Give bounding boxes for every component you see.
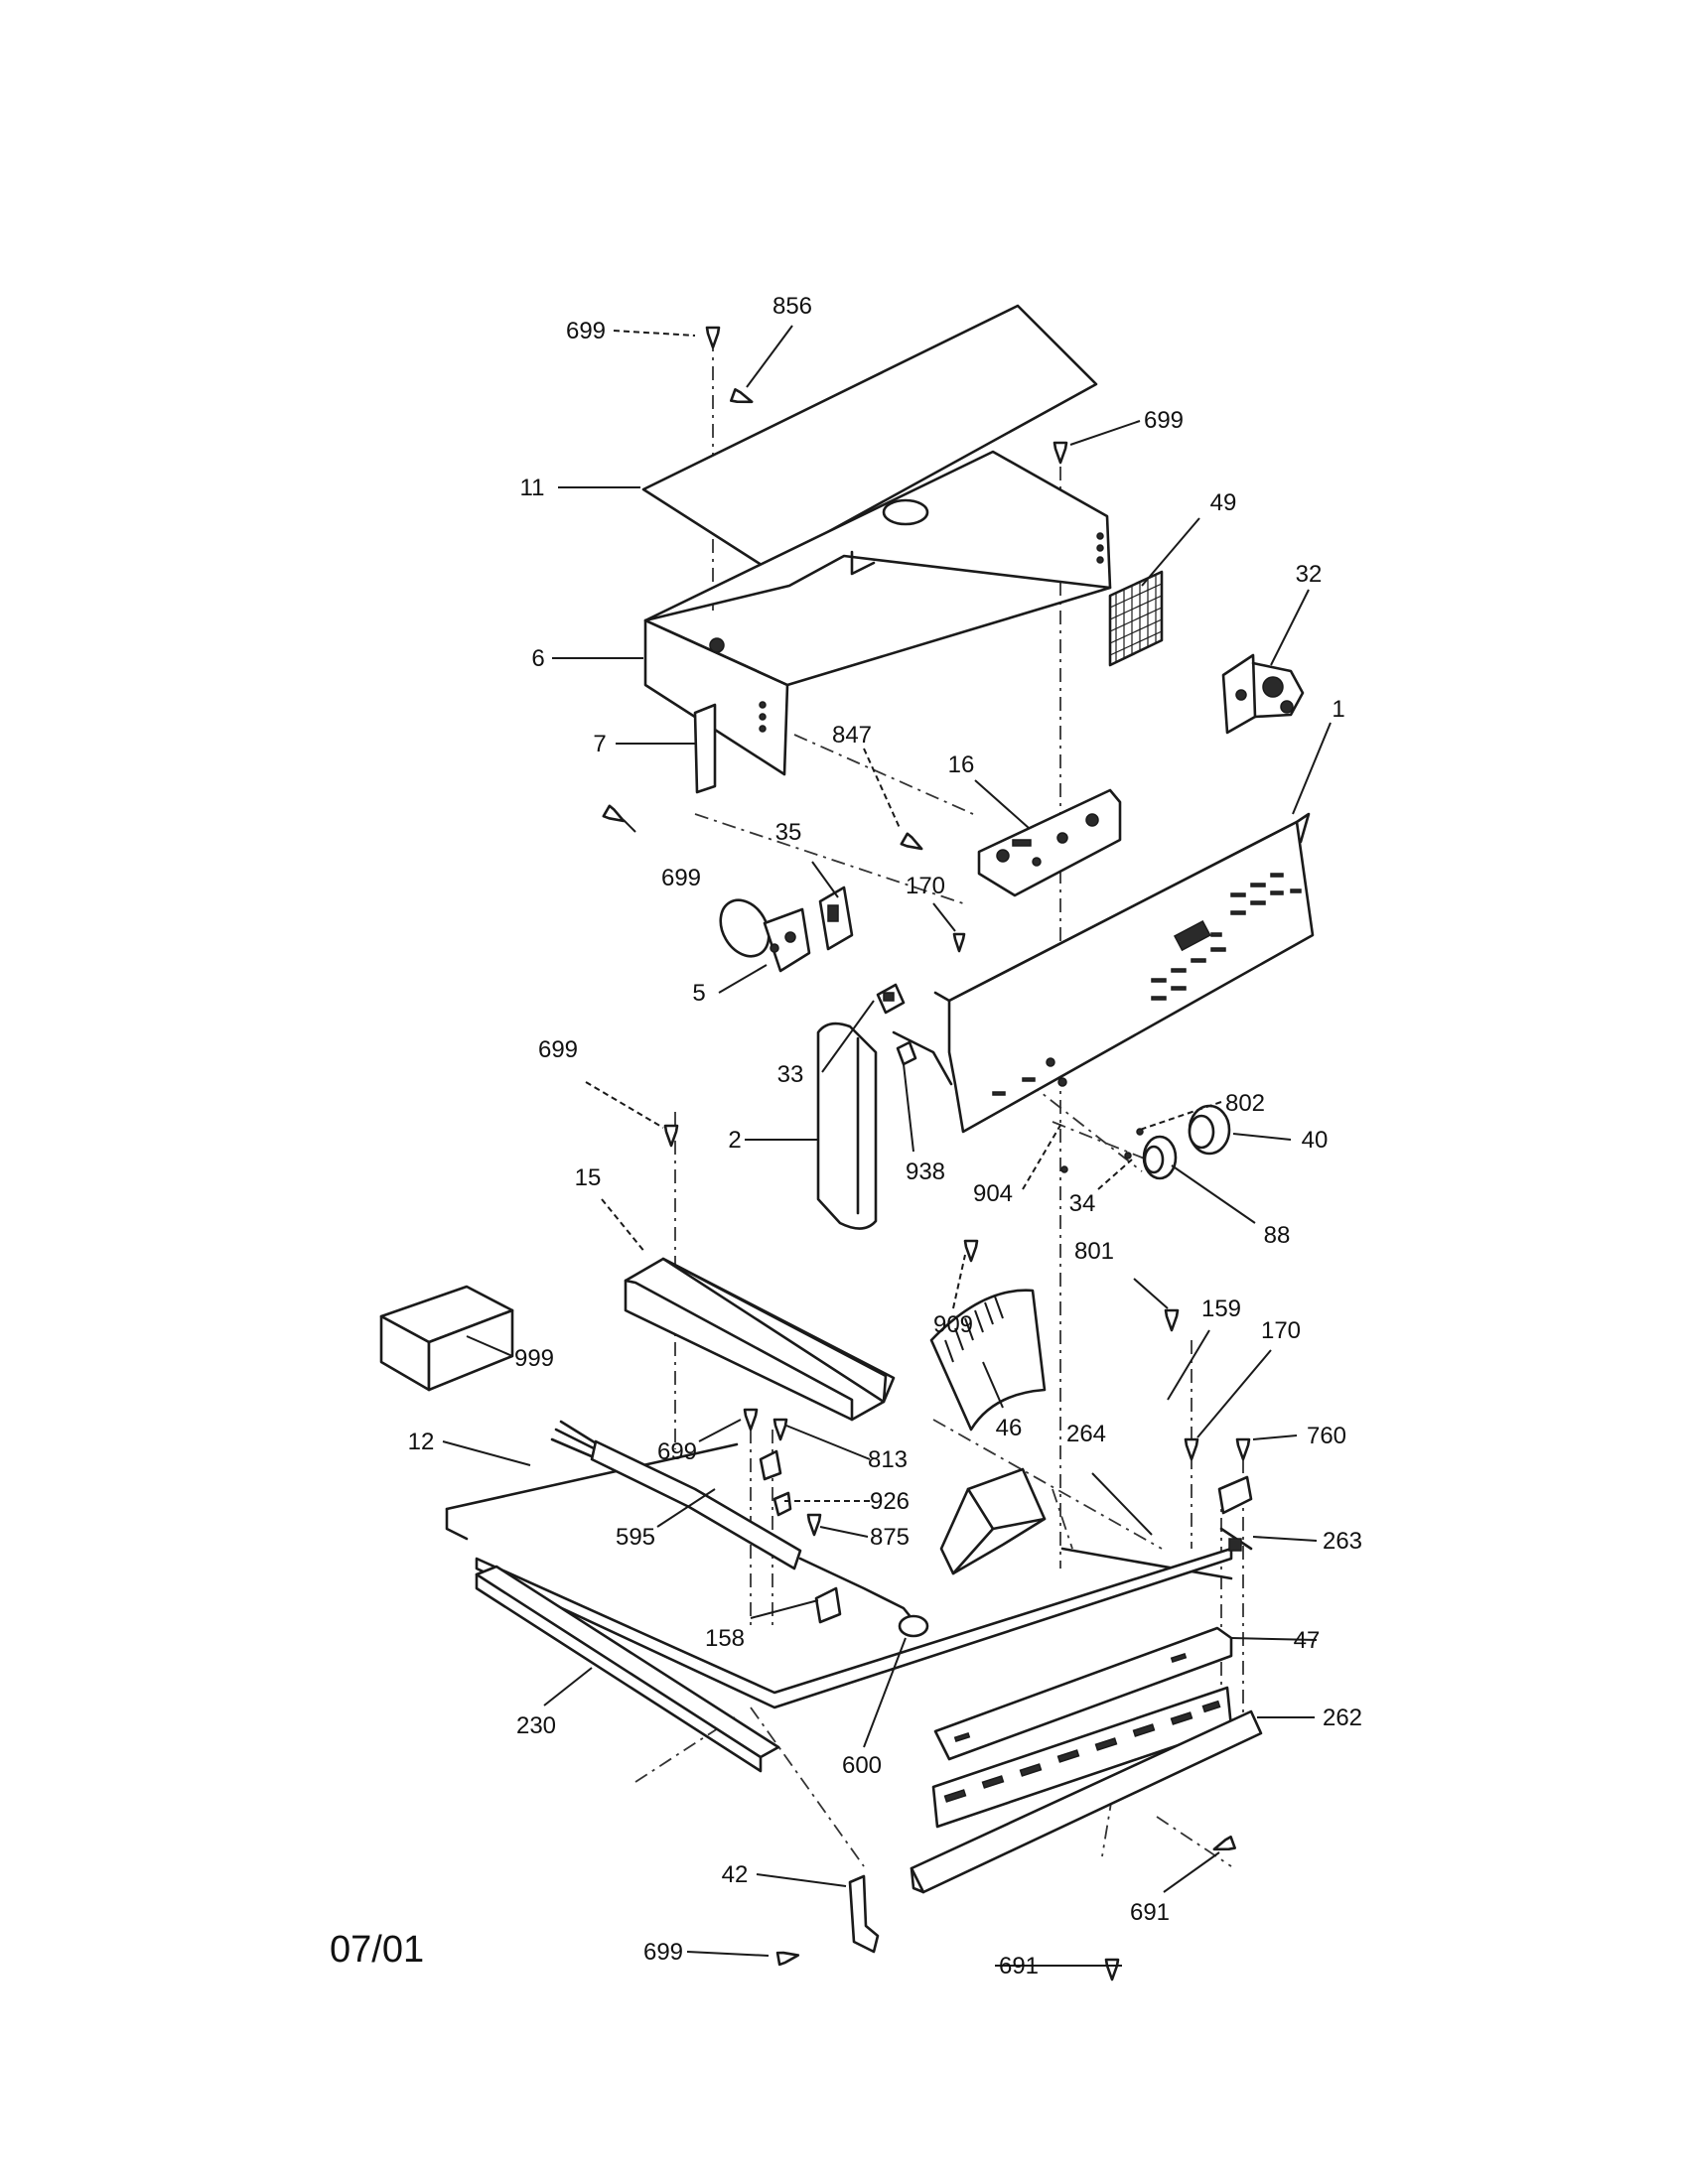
part-label: 699	[643, 1939, 683, 1966]
kick-panel-part	[910, 1709, 1263, 1894]
part-label: 6	[531, 645, 544, 672]
switch-part	[876, 983, 906, 1015]
screw-icon	[1212, 1836, 1236, 1851]
part-label: 801	[1074, 1238, 1114, 1265]
clip-part	[896, 1040, 917, 1066]
part-label: 813	[868, 1446, 908, 1473]
vent-panel-part	[931, 1626, 1233, 1829]
part-label: 88	[1264, 1222, 1291, 1249]
bracket-parts-263	[1217, 1475, 1253, 1552]
foot-part	[898, 1614, 929, 1638]
part-label: 802	[1225, 1090, 1265, 1117]
part-label: 691	[999, 1953, 1039, 1979]
screw-icon	[772, 1418, 788, 1441]
part-label: 40	[1302, 1127, 1329, 1154]
thermostat-part	[719, 898, 811, 973]
part-label: 46	[996, 1415, 1023, 1441]
part-label: 699	[657, 1438, 697, 1465]
part-label: 262	[1323, 1705, 1362, 1731]
screw-icon	[743, 1408, 759, 1432]
screw-icon	[775, 1951, 800, 1967]
part-label: 938	[906, 1159, 945, 1185]
part-label: 34	[1069, 1190, 1096, 1217]
part-label: 170	[1261, 1317, 1301, 1344]
control-panel-part	[892, 812, 1315, 1134]
part-label: 595	[616, 1524, 655, 1551]
bracket-part-7	[693, 703, 717, 794]
part-label: 32	[1296, 561, 1323, 588]
screw-icon	[900, 832, 923, 851]
control-board-part	[977, 788, 1122, 897]
screws	[602, 326, 1251, 1981]
side-trim-part	[816, 1022, 878, 1230]
part-label: 856	[772, 293, 812, 320]
part-label: 11	[520, 475, 545, 501]
part-label: 7	[593, 731, 606, 757]
part-label: 35	[775, 819, 802, 846]
part-label: 158	[705, 1625, 745, 1652]
part-label: 16	[948, 751, 975, 778]
part-label: 699	[661, 865, 701, 891]
part-label: 170	[906, 873, 945, 899]
back-shroud-part	[643, 450, 1112, 776]
part-label: 904	[973, 1180, 1013, 1207]
screw-icon	[1164, 1308, 1180, 1332]
part-label: 47	[1294, 1627, 1321, 1654]
part-label: 264	[1066, 1421, 1106, 1447]
part-label: 699	[566, 318, 606, 344]
part-labels: 699 856 699 11 49 32 6 1 7 847 16 699 35…	[408, 293, 1362, 1979]
screw-icon	[1060, 1165, 1068, 1173]
part-label: 5	[692, 980, 705, 1007]
element-harness-part	[550, 1420, 921, 1630]
front-rail-part	[475, 1565, 780, 1773]
screw-icon	[963, 1239, 979, 1263]
part-label: 699	[538, 1036, 578, 1063]
corner-bracket-part	[848, 1874, 880, 1954]
part-label: 42	[722, 1861, 749, 1888]
heat-shield-part	[929, 1289, 1047, 1432]
top-panel-part	[641, 304, 1098, 569]
screw-icon	[602, 804, 626, 823]
screw-icon	[1184, 1437, 1199, 1461]
relay-part	[818, 886, 854, 951]
part-label: 33	[777, 1061, 804, 1088]
part-label: 1	[1332, 696, 1344, 723]
fan-motor-part	[1221, 653, 1305, 735]
scoop-part	[939, 1467, 1047, 1575]
part-label: 12	[408, 1429, 435, 1455]
screw-icon	[1235, 1437, 1251, 1461]
part-label: 159	[1201, 1296, 1241, 1322]
front-channel-part	[624, 1257, 896, 1422]
part-label: 263	[1323, 1528, 1362, 1555]
leader-lines	[442, 325, 1332, 1967]
part-label: 760	[1307, 1423, 1346, 1449]
screw-icon	[1052, 441, 1068, 465]
part-label: 600	[842, 1752, 882, 1779]
filter-screen-part	[1108, 570, 1164, 667]
part-label: 926	[870, 1488, 910, 1515]
part-label: 691	[1130, 1899, 1170, 1926]
screw-icon	[1124, 1152, 1132, 1160]
date-code: 07/01	[330, 1929, 424, 1971]
part-label: 15	[575, 1164, 602, 1191]
screw-icon	[806, 1513, 822, 1537]
part-label: 875	[870, 1524, 910, 1551]
part-label: 2	[728, 1127, 741, 1154]
screw-icon	[705, 326, 721, 349]
part-label: 909	[933, 1311, 973, 1338]
part-label: 847	[832, 722, 872, 749]
screw-icon	[663, 1124, 679, 1148]
part-label: 999	[514, 1345, 554, 1372]
screw-icon	[952, 932, 966, 953]
part-label: 230	[516, 1712, 556, 1739]
screw-icon	[730, 388, 754, 404]
box-part	[379, 1285, 514, 1392]
part-label: 49	[1210, 489, 1237, 516]
part-label: 699	[1144, 407, 1184, 434]
small-brackets	[759, 1449, 842, 1624]
screw-icon	[1104, 1958, 1120, 1981]
knob-parts	[1142, 1104, 1231, 1180]
